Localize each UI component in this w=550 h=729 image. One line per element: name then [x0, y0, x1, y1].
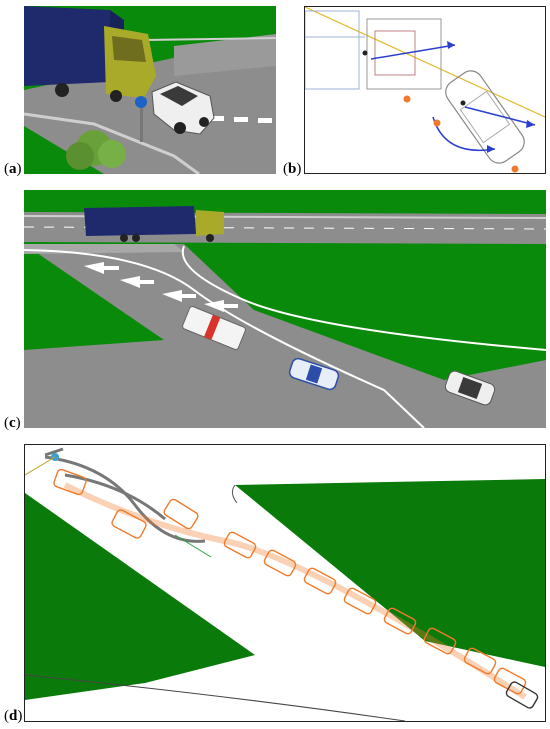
panel-b-illustration	[305, 7, 545, 173]
panel-a-label: (a)	[4, 161, 22, 177]
panel-d-trajectory	[24, 444, 546, 722]
panel-c-illustration	[24, 190, 546, 428]
panel-a-scene	[24, 6, 276, 174]
panel-d-illustration	[25, 447, 545, 721]
panel-d-label: (d)	[4, 708, 23, 724]
panel-a-illustration	[24, 6, 276, 174]
panel-b-label: (b)	[283, 161, 302, 177]
panel-c-label: (c)	[4, 415, 21, 431]
panel-b-diagram	[304, 6, 546, 174]
panel-c-scene	[24, 190, 546, 428]
